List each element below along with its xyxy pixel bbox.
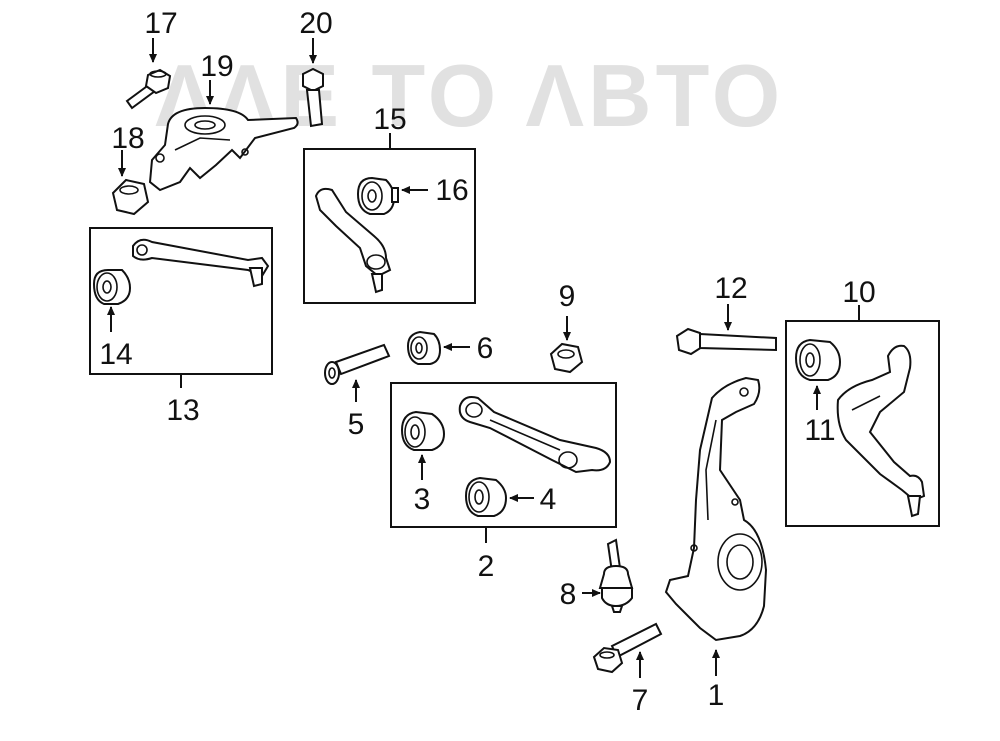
callout-18: 18: [111, 122, 144, 155]
part-9-nut: [549, 342, 584, 374]
part-8-ball-joint: [598, 538, 634, 613]
part-10-control-arm: [836, 344, 926, 518]
box-2: [390, 382, 617, 528]
callout-11: 11: [804, 414, 835, 447]
part-13-control-arm: [132, 238, 270, 288]
part-18-nut: [111, 178, 150, 216]
box-15: [303, 148, 476, 304]
callout-3: 3: [414, 483, 431, 516]
callout-2: 2: [478, 550, 495, 583]
part-17-bolt: [125, 68, 172, 110]
callout-20: 20: [299, 7, 332, 40]
callout-15: 15: [373, 103, 406, 136]
part-19-bracket: [148, 106, 299, 192]
part-16-bushing: [356, 176, 399, 215]
part-12-bolt: [675, 327, 777, 356]
callout-4: 4: [540, 483, 557, 516]
callout-14: 14: [99, 338, 132, 371]
callout-19: 19: [200, 50, 233, 83]
part-4-bushing: [464, 476, 508, 517]
callout-10: 10: [842, 276, 875, 309]
callout-5: 5: [348, 408, 365, 441]
part-6-bushing: [406, 330, 442, 365]
callout-13: 13: [166, 394, 199, 427]
part-14-bushing: [92, 269, 132, 305]
callout-17: 17: [144, 7, 177, 40]
callout-1: 1: [708, 679, 725, 712]
part-3-bushing: [400, 410, 446, 451]
callout-12: 12: [714, 272, 747, 305]
callout-8: 8: [560, 578, 577, 611]
part-5-bolt: [324, 343, 391, 385]
part-20-bolt: [302, 67, 324, 128]
callout-6: 6: [477, 332, 494, 365]
part-1-steering-knuckle: [664, 376, 768, 642]
part-7-bolt: [592, 622, 663, 674]
box-10: [785, 320, 940, 527]
callout-16: 16: [435, 174, 468, 207]
part-2-control-arm: [458, 396, 612, 474]
part-15-control-arm: [314, 187, 392, 294]
part-11-bushing: [794, 338, 842, 381]
callout-9: 9: [559, 280, 576, 313]
callout-7: 7: [632, 684, 649, 717]
